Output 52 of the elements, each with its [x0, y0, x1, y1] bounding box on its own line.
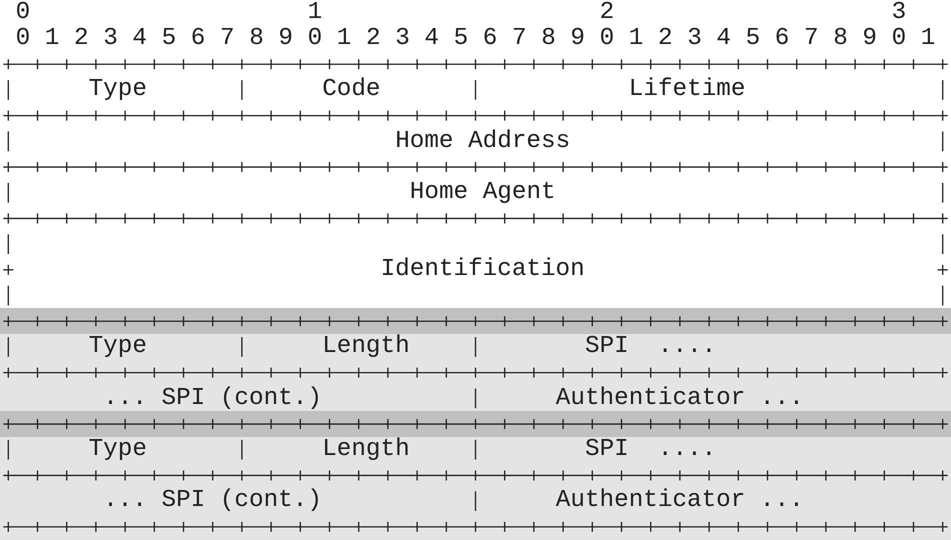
bit-number: 3 — [892, 0, 906, 26]
bit-number: 4 — [716, 26, 731, 52]
bit-number: 7 — [512, 26, 527, 52]
packet-field: Code — [322, 77, 381, 103]
packet-field: Type — [88, 334, 147, 360]
packet-field: SPI .... — [585, 436, 716, 463]
bit-number: 0 — [892, 26, 906, 52]
packet-field: Authenticator ... — [556, 488, 804, 514]
bit-number: 5 — [454, 26, 468, 52]
bit-number: 2 — [366, 26, 381, 52]
bit-number: 7 — [220, 26, 235, 52]
bit-number: 0 — [16, 0, 30, 26]
bit-number: 3 — [103, 26, 118, 52]
packet-field: Type — [88, 77, 147, 103]
bit-number: 4 — [132, 26, 147, 52]
packet-field: SPI .... — [585, 334, 716, 360]
bit-number: 0 — [308, 26, 322, 52]
packet-field: Length — [322, 334, 410, 360]
bit-number: 8 — [249, 26, 264, 52]
bit-number: 5 — [746, 26, 760, 52]
bit-number: 8 — [833, 26, 848, 52]
bit-number: 5 — [162, 26, 176, 52]
bit-number: 1 — [44, 26, 60, 52]
bit-number: 4 — [424, 26, 439, 52]
packet-field: Home Agent — [410, 180, 556, 206]
packet-field: Home Address — [395, 128, 570, 154]
bit-number: 9 — [278, 26, 293, 52]
bit-number: 6 — [190, 26, 206, 52]
packet-field: Length — [322, 436, 410, 463]
bit-number: 8 — [541, 26, 556, 52]
bit-number: 2 — [600, 0, 614, 26]
bit-number: 0 — [16, 26, 30, 52]
bit-number: 9 — [862, 26, 877, 52]
bit-number: 0 — [600, 26, 614, 52]
bit-number: 7 — [804, 26, 819, 52]
bit-number: 2 — [74, 26, 89, 52]
packet-field: Authenticator ... — [556, 386, 804, 412]
bit-number: 1 — [336, 26, 352, 52]
packet-field: Identification — [380, 257, 585, 283]
bit-number: 6 — [482, 26, 498, 52]
bit-number: 3 — [687, 26, 702, 52]
bit-number: 9 — [570, 26, 585, 52]
packet-field: Lifetime — [628, 77, 746, 103]
bit-number: 1 — [628, 26, 644, 52]
bit-number: 1 — [308, 0, 322, 26]
packet-field: Type — [88, 436, 147, 463]
bit-number: 1 — [920, 26, 936, 52]
packet-field: ... SPI (cont.) — [103, 488, 322, 514]
bit-number: 2 — [658, 26, 673, 52]
bit-number: 6 — [774, 26, 790, 52]
bit-number: 3 — [395, 26, 410, 52]
packet-field: ... SPI (cont.) — [103, 386, 322, 412]
